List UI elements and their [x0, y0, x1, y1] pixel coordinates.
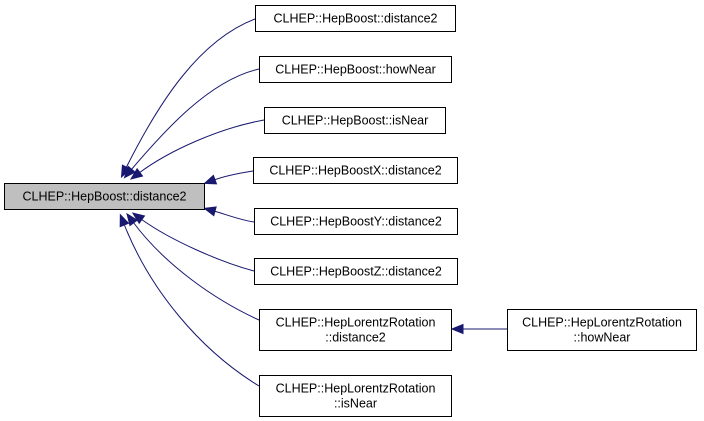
arrowhead-n9-to-n7: [450, 323, 464, 335]
node-n9[interactable]: CLHEP::HepLorentzRotation::howNear: [507, 309, 697, 351]
node-n9-label-1: ::howNear: [574, 331, 631, 345]
nodes-layer: CLHEP::HepBoost::distance2CLHEP::HepBoos…: [4, 5, 697, 417]
arrowhead-n7-to-root: [126, 212, 139, 227]
node-n5-box[interactable]: [254, 208, 458, 235]
arrowhead-n4-to-root: [203, 174, 218, 185]
node-root-label-0: CLHEP::HepBoost::distance2: [23, 190, 187, 204]
node-n1-box[interactable]: [255, 5, 456, 32]
node-n8-label-1: ::isNear: [334, 397, 377, 411]
edge-n4-to-root: [213, 170, 254, 181]
node-n1[interactable]: CLHEP::HepBoost::distance2: [255, 5, 456, 32]
node-n4[interactable]: CLHEP::HepBoostX::distance2: [253, 157, 458, 184]
node-n7[interactable]: CLHEP::HepLorentzRotation::distance2: [259, 309, 452, 351]
node-n7-box[interactable]: [259, 309, 452, 351]
edge-n1-to-root: [125, 18, 256, 169]
node-n3-box[interactable]: [264, 107, 446, 134]
edge-n7-to-root: [132, 221, 260, 321]
node-n8-box[interactable]: [259, 375, 452, 417]
node-n5-label-0: CLHEP::HepBoostY::distance2: [270, 215, 442, 229]
edge-n3-to-root: [138, 119, 265, 174]
arrowhead-n3-to-root: [129, 167, 144, 180]
node-n9-label-0: CLHEP::HepLorentzRotation: [522, 316, 682, 330]
arrowhead-n5-to-root: [203, 206, 217, 217]
node-n8-label-0: CLHEP::HepLorentzRotation: [276, 382, 436, 396]
node-root-box[interactable]: [4, 183, 205, 210]
node-n1-label-0: CLHEP::HepBoost::distance2: [274, 12, 438, 26]
node-n4-box[interactable]: [253, 157, 458, 184]
node-n5[interactable]: CLHEP::HepBoostY::distance2: [254, 208, 458, 235]
node-n6-label-0: CLHEP::HepBoostZ::distance2: [270, 265, 442, 279]
node-n6-box[interactable]: [254, 258, 458, 285]
arrowhead-n6-to-root: [131, 212, 146, 225]
edges-layer: [119, 18, 507, 387]
edge-n8-to-root: [123, 223, 260, 387]
node-root[interactable]: CLHEP::HepBoost::distance2: [4, 183, 205, 210]
node-n2-label-0: CLHEP::HepBoost::howNear: [275, 63, 436, 77]
edge-n5-to-root: [213, 210, 255, 223]
arrowhead-n8-to-root: [119, 213, 130, 228]
node-n2-box[interactable]: [259, 56, 452, 83]
node-n8[interactable]: CLHEP::HepLorentzRotation::isNear: [259, 375, 452, 417]
node-n6[interactable]: CLHEP::HepBoostZ::distance2: [254, 258, 458, 285]
edge-n2-to-root: [130, 68, 260, 171]
arrowhead-n2-to-root: [123, 165, 136, 179]
node-n2[interactable]: CLHEP::HepBoost::howNear: [259, 56, 452, 83]
edge-n6-to-root: [140, 218, 255, 272]
node-n3-label-0: CLHEP::HepBoost::isNear: [282, 114, 429, 128]
node-n7-label-1: ::distance2: [325, 331, 386, 345]
node-n7-label-0: CLHEP::HepLorentzRotation: [276, 316, 436, 330]
node-n9-box[interactable]: [507, 309, 697, 351]
node-n4-label-0: CLHEP::HepBoostX::distance2: [269, 164, 441, 178]
node-n3[interactable]: CLHEP::HepBoost::isNear: [264, 107, 446, 134]
